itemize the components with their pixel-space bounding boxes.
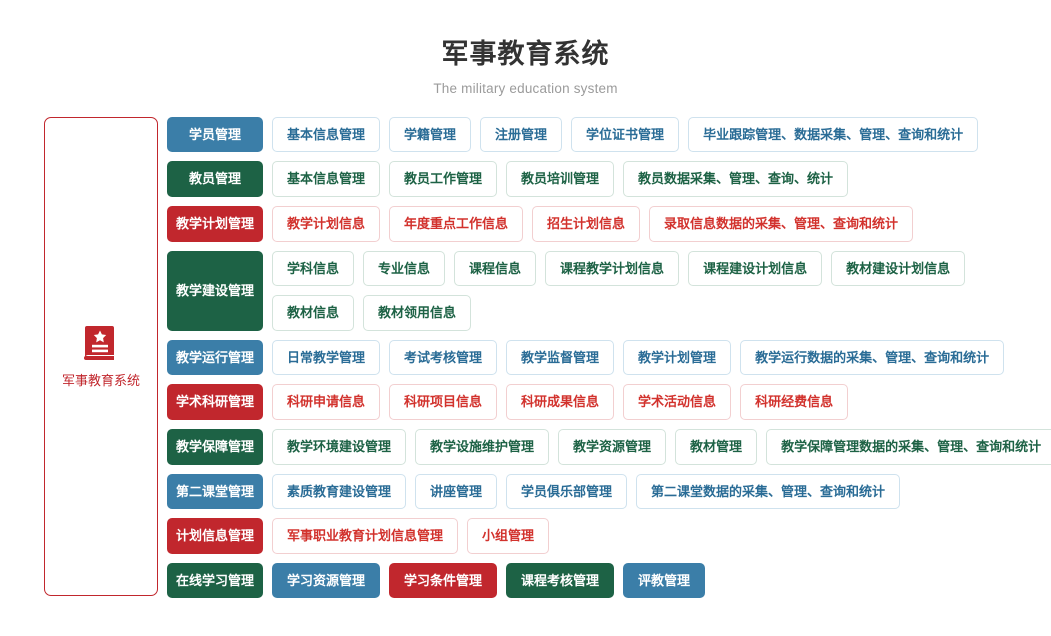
child-node[interactable]: 教学运行数据的采集、管理、查询和统计 — [740, 339, 1005, 376]
category-node[interactable]: 教学运行管理 — [167, 339, 263, 376]
page-title: 军事教育系统 — [441, 39, 610, 69]
child-line: 基本信息管理学籍管理注册管理学位证书管理毕业跟踪管理、数据采集、管理、查询和统计 — [272, 116, 1051, 153]
diagram-body: 军事教育系统 学员管理基本信息管理学籍管理注册管理学位证书管理毕业跟踪管理、数据… — [0, 116, 1051, 599]
tree-row: 教学建设管理学科信息专业信息课程信息课程教学计划信息课程建设计划信息教材建设计划… — [167, 250, 1051, 331]
tree-row: 教学计划管理教学计划信息年度重点工作信息招生计划信息录取信息数据的采集、管理、查… — [167, 205, 1051, 242]
tree-row: 教学保障管理教学环境建设管理教学设施维护管理教学资源管理教材管理教学保障管理数据… — [167, 428, 1051, 465]
child-node[interactable]: 教材管理 — [675, 428, 758, 465]
child-node[interactable]: 招生计划信息 — [532, 205, 641, 242]
child-node[interactable]: 科研项目信息 — [389, 384, 498, 420]
child-line: 教学计划信息年度重点工作信息招生计划信息录取信息数据的采集、管理、查询和统计 — [272, 205, 1051, 242]
tree-row: 学术科研管理科研申请信息科研项目信息科研成果信息学术活动信息科研经费信息 — [167, 384, 1051, 420]
child-node[interactable]: 毕业跟踪管理、数据采集、管理、查询和统计 — [688, 116, 979, 153]
tree-row: 学员管理基本信息管理学籍管理注册管理学位证书管理毕业跟踪管理、数据采集、管理、查… — [167, 116, 1051, 153]
child-node[interactable]: 军事职业教育计划信息管理 — [272, 518, 459, 554]
child-node[interactable]: 学位证书管理 — [571, 116, 680, 153]
tree-row: 在线学习管理学习资源管理学习条件管理课程考核管理评教管理 — [167, 562, 1051, 599]
child-line: 教学环境建设管理教学设施维护管理教学资源管理教材管理教学保障管理数据的采集、管理… — [272, 428, 1051, 465]
child-line: 学习资源管理学习条件管理课程考核管理评教管理 — [272, 562, 1051, 599]
child-line: 科研申请信息科研项目信息科研成果信息学术活动信息科研经费信息 — [272, 384, 1051, 420]
child-node[interactable]: 第二课堂数据的采集、管理、查询和统计 — [636, 473, 901, 510]
tree-rows: 学员管理基本信息管理学籍管理注册管理学位证书管理毕业跟踪管理、数据采集、管理、查… — [167, 116, 1051, 599]
child-node[interactable]: 日常教学管理 — [272, 339, 381, 376]
child-line: 素质教育建设管理讲座管理学员俱乐部管理第二课堂数据的采集、管理、查询和统计 — [272, 473, 1051, 510]
child-node[interactable]: 基本信息管理 — [272, 161, 381, 197]
child-node[interactable]: 考试考核管理 — [389, 339, 498, 376]
page-subtitle: The military education system — [433, 80, 618, 96]
child-group: 基本信息管理教员工作管理教员培训管理教员数据采集、管理、查询、统计 — [272, 161, 1051, 197]
child-node[interactable]: 科研成果信息 — [506, 384, 615, 420]
child-node[interactable]: 教学监督管理 — [506, 339, 615, 376]
book-star-icon — [81, 323, 121, 363]
child-node[interactable]: 课程教学计划信息 — [545, 250, 680, 287]
child-group: 教学环境建设管理教学设施维护管理教学资源管理教材管理教学保障管理数据的采集、管理… — [272, 428, 1051, 465]
child-node[interactable]: 教学环境建设管理 — [272, 428, 407, 465]
category-node[interactable]: 在线学习管理 — [167, 562, 263, 599]
child-node[interactable]: 素质教育建设管理 — [272, 473, 407, 510]
child-node[interactable]: 课程建设计划信息 — [688, 250, 823, 287]
category-node[interactable]: 学术科研管理 — [167, 384, 263, 420]
child-node[interactable]: 学员俱乐部管理 — [506, 473, 628, 510]
child-node[interactable]: 注册管理 — [480, 116, 563, 153]
child-node[interactable]: 年度重点工作信息 — [389, 205, 524, 242]
child-line: 教材信息教材领用信息 — [272, 295, 1051, 331]
child-node[interactable]: 教学设施维护管理 — [415, 428, 550, 465]
child-line: 基本信息管理教员工作管理教员培训管理教员数据采集、管理、查询、统计 — [272, 161, 1051, 197]
child-node[interactable]: 学习条件管理 — [389, 562, 498, 599]
tree-row: 教学运行管理日常教学管理考试考核管理教学监督管理教学计划管理教学运行数据的采集、… — [167, 339, 1051, 376]
child-node[interactable]: 学术活动信息 — [623, 384, 732, 420]
page-header: 军事教育系统 The military education system — [0, 0, 1051, 96]
child-node[interactable]: 教学计划管理 — [623, 339, 732, 376]
root-node[interactable]: 军事教育系统 — [44, 116, 158, 596]
child-group: 军事职业教育计划信息管理小组管理 — [272, 518, 1051, 554]
category-node[interactable]: 教学保障管理 — [167, 428, 263, 465]
category-node[interactable]: 学员管理 — [167, 116, 263, 153]
child-node[interactable]: 教学资源管理 — [558, 428, 667, 465]
child-node[interactable]: 讲座管理 — [415, 473, 498, 510]
child-group: 学科信息专业信息课程信息课程教学计划信息课程建设计划信息教材建设计划信息教材信息… — [272, 250, 1051, 331]
category-node[interactable]: 教学计划管理 — [167, 205, 263, 242]
child-group: 教学计划信息年度重点工作信息招生计划信息录取信息数据的采集、管理、查询和统计 — [272, 205, 1051, 242]
child-node[interactable]: 教材领用信息 — [363, 295, 472, 331]
category-node[interactable]: 计划信息管理 — [167, 518, 263, 554]
child-line: 日常教学管理考试考核管理教学监督管理教学计划管理教学运行数据的采集、管理、查询和… — [272, 339, 1051, 376]
child-node[interactable]: 教员数据采集、管理、查询、统计 — [623, 161, 849, 197]
child-node[interactable]: 科研经费信息 — [740, 384, 849, 420]
child-node[interactable]: 学科信息 — [272, 250, 355, 287]
child-group: 素质教育建设管理讲座管理学员俱乐部管理第二课堂数据的采集、管理、查询和统计 — [272, 473, 1051, 510]
child-group: 基本信息管理学籍管理注册管理学位证书管理毕业跟踪管理、数据采集、管理、查询和统计 — [272, 116, 1051, 153]
child-node[interactable]: 课程信息 — [454, 250, 537, 287]
child-group: 学习资源管理学习条件管理课程考核管理评教管理 — [272, 562, 1051, 599]
child-node[interactable]: 小组管理 — [467, 518, 550, 554]
tree-row: 计划信息管理军事职业教育计划信息管理小组管理 — [167, 518, 1051, 554]
child-node[interactable]: 教员培训管理 — [506, 161, 615, 197]
tree-row: 教员管理基本信息管理教员工作管理教员培训管理教员数据采集、管理、查询、统计 — [167, 161, 1051, 197]
child-node[interactable]: 基本信息管理 — [272, 116, 381, 153]
child-node[interactable]: 录取信息数据的采集、管理、查询和统计 — [649, 205, 914, 242]
child-group: 日常教学管理考试考核管理教学监督管理教学计划管理教学运行数据的采集、管理、查询和… — [272, 339, 1051, 376]
child-node[interactable]: 课程考核管理 — [506, 562, 615, 599]
child-node[interactable]: 教学保障管理数据的采集、管理、查询和统计 — [766, 428, 1051, 465]
tree-row: 第二课堂管理素质教育建设管理讲座管理学员俱乐部管理第二课堂数据的采集、管理、查询… — [167, 473, 1051, 510]
category-node[interactable]: 教学建设管理 — [167, 250, 263, 331]
category-node[interactable]: 教员管理 — [167, 161, 263, 197]
child-group: 科研申请信息科研项目信息科研成果信息学术活动信息科研经费信息 — [272, 384, 1051, 420]
child-node[interactable]: 教材建设计划信息 — [831, 250, 966, 287]
child-node[interactable]: 学习资源管理 — [272, 562, 381, 599]
child-node[interactable]: 学籍管理 — [389, 116, 472, 153]
child-line: 军事职业教育计划信息管理小组管理 — [272, 518, 1051, 554]
child-line: 学科信息专业信息课程信息课程教学计划信息课程建设计划信息教材建设计划信息 — [272, 250, 1051, 287]
root-node-label: 军事教育系统 — [61, 373, 140, 389]
category-node[interactable]: 第二课堂管理 — [167, 473, 263, 510]
child-node[interactable]: 教员工作管理 — [389, 161, 498, 197]
child-node[interactable]: 科研申请信息 — [272, 384, 381, 420]
child-node[interactable]: 专业信息 — [363, 250, 446, 287]
child-node[interactable]: 教学计划信息 — [272, 205, 381, 242]
child-node[interactable]: 评教管理 — [623, 562, 706, 599]
child-node[interactable]: 教材信息 — [272, 295, 355, 331]
